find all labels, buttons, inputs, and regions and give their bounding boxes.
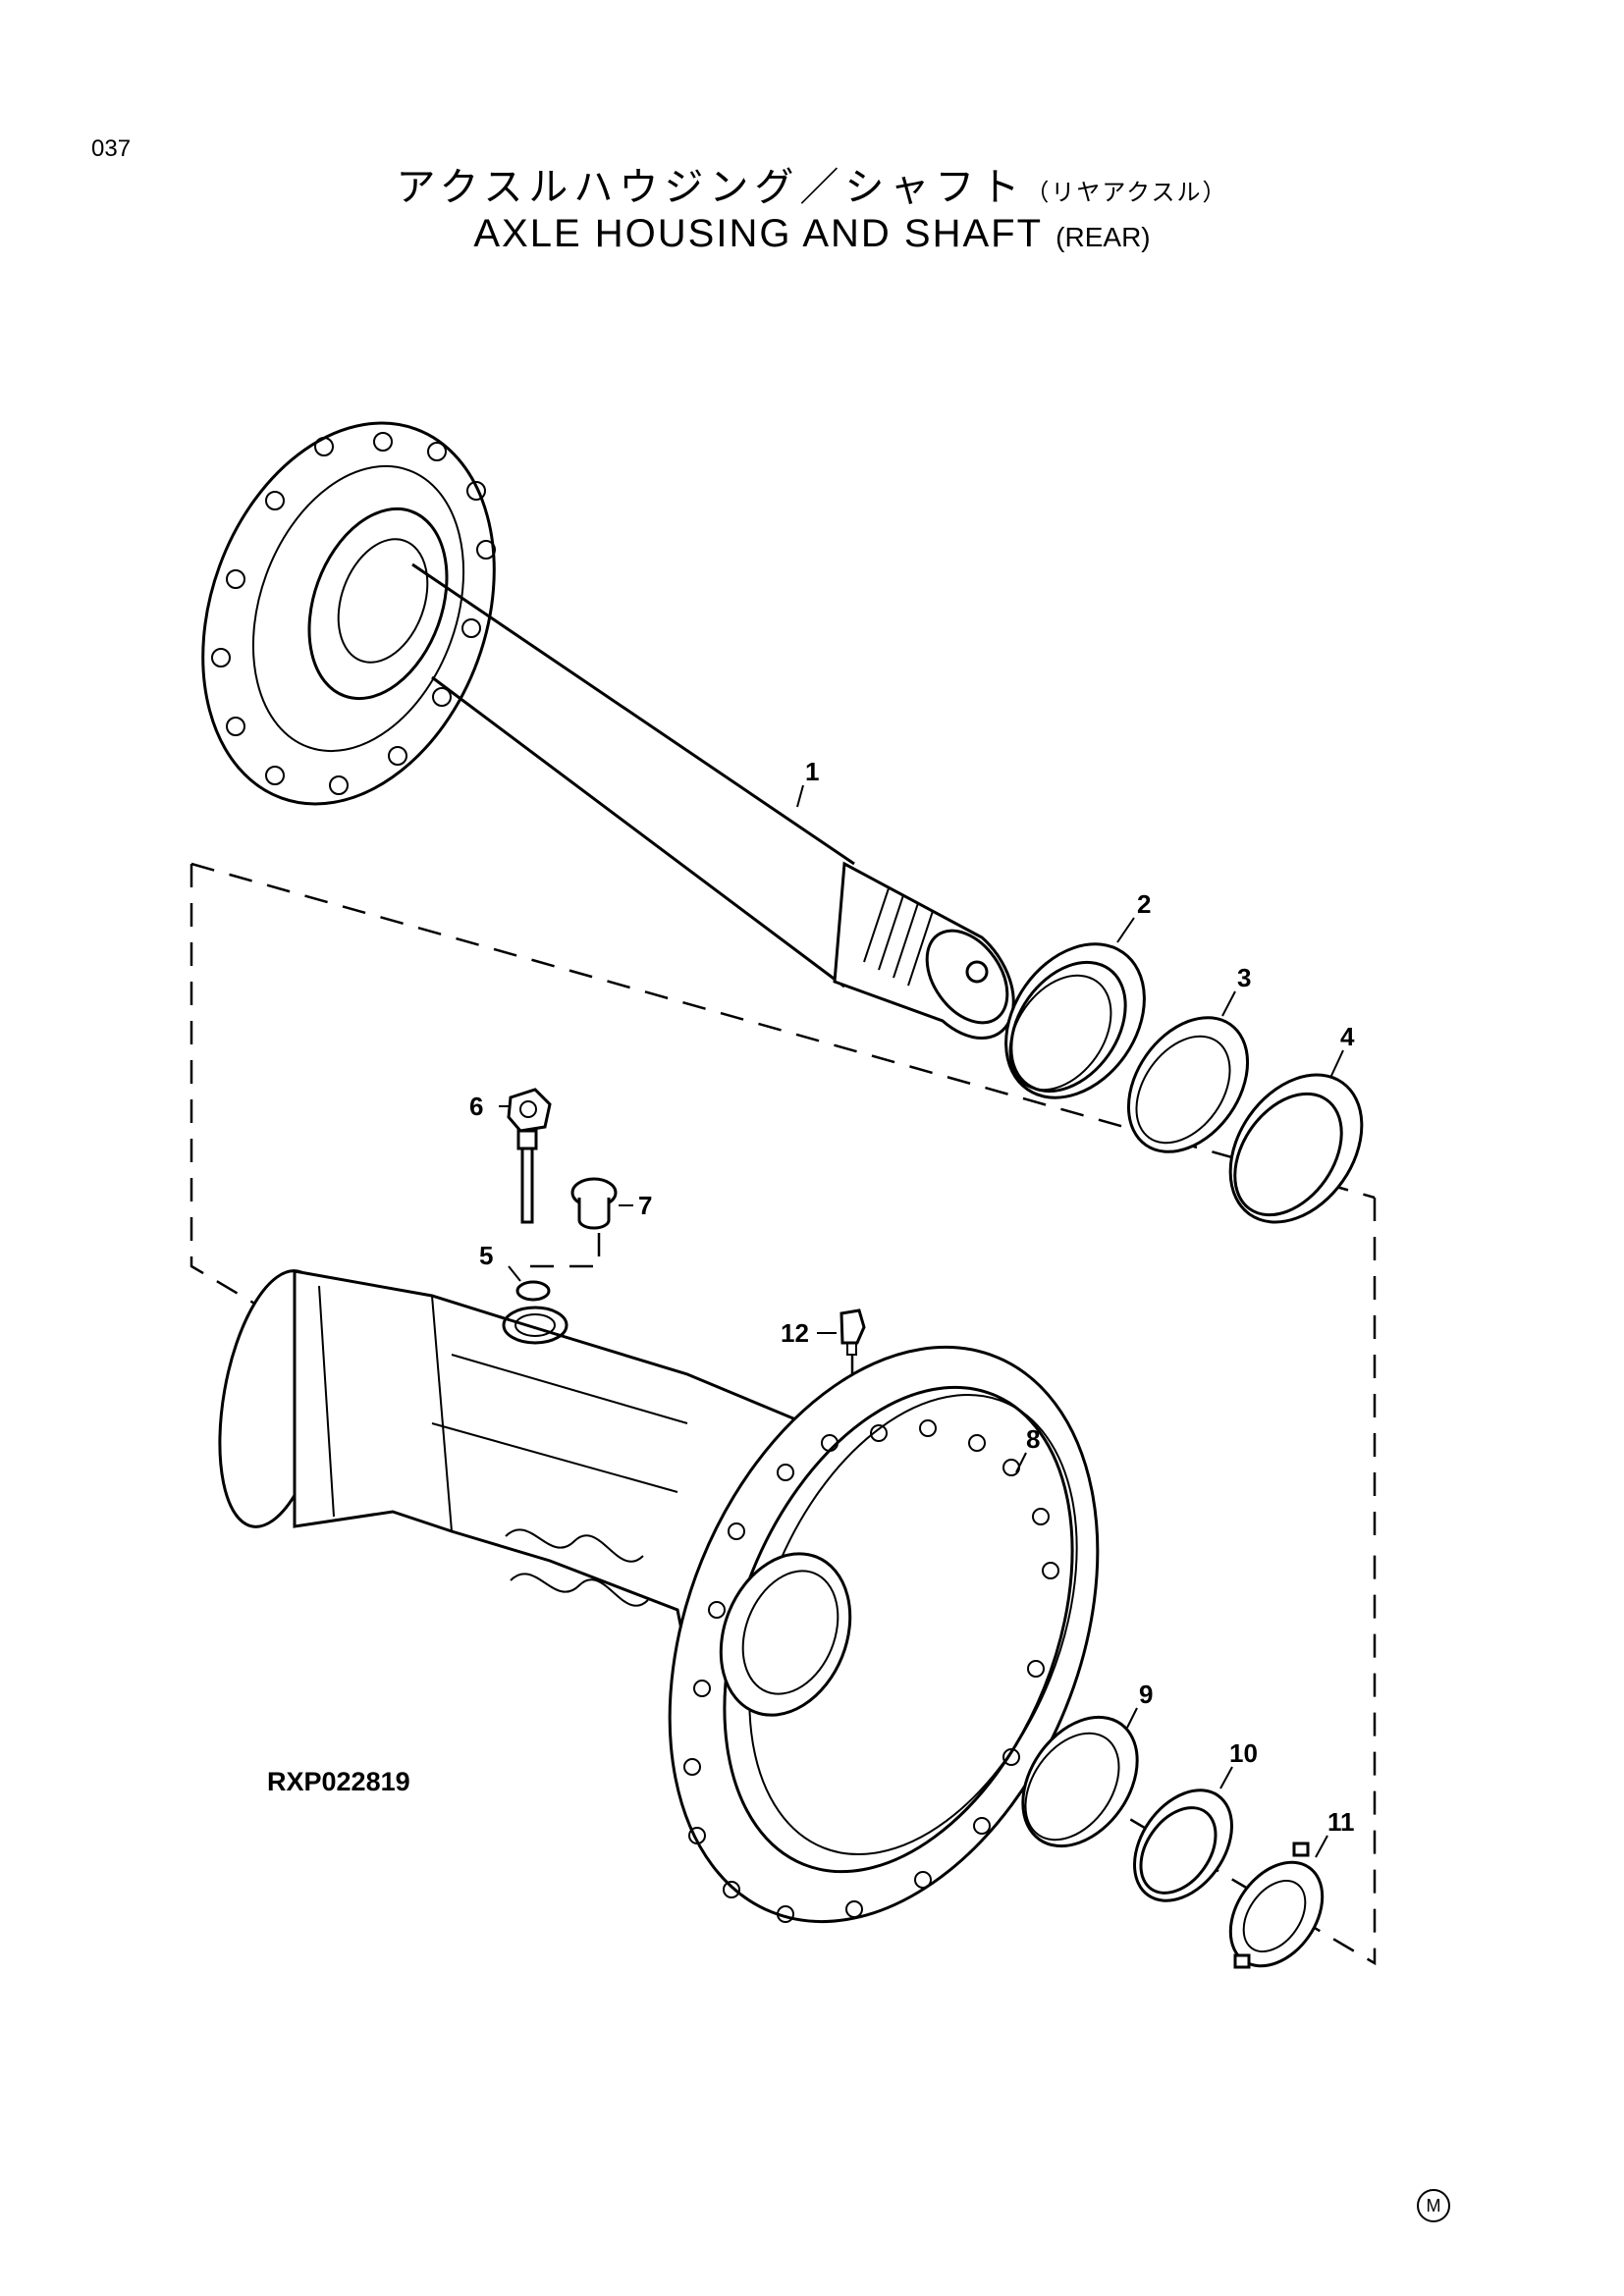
- bearing-cone-part-10: [1133, 1789, 1233, 1902]
- flange-bolt-holes: [211, 432, 496, 795]
- callout-6: 6: [469, 1092, 483, 1121]
- callout-10: 10: [1229, 1738, 1258, 1768]
- title-japanese: アクスルハウジング／シャフト（リヤアクスル）: [0, 155, 1624, 212]
- title-japanese-main: アクスルハウジング／シャフト: [396, 165, 1026, 210]
- callout-8: 8: [1026, 1424, 1040, 1454]
- m-mark-icon: M: [1417, 2189, 1450, 2222]
- axle-shaft-part: [201, 421, 1015, 1040]
- title-english: AXLE HOUSING AND SHAFT (REAR): [0, 212, 1624, 256]
- callout-leaders: [499, 784, 1344, 1858]
- callout-11: 11: [1327, 1807, 1355, 1837]
- housing-internal-gears: [505, 1528, 649, 1607]
- title-english-sub: (REAR): [1056, 222, 1151, 252]
- bearing-cup-part-9: [1021, 1715, 1139, 1848]
- callout-2: 2: [1137, 889, 1151, 919]
- callout-5: 5: [479, 1241, 493, 1270]
- o-ring-part: [515, 1280, 551, 1302]
- fitting-part: [839, 1308, 866, 1356]
- page-number: 037: [91, 135, 132, 162]
- housing-bolt-holes: [683, 1419, 1059, 1923]
- drawing-code: RXP022819: [267, 1767, 410, 1796]
- callout-3: 3: [1237, 963, 1251, 992]
- callout-12: 12: [781, 1318, 809, 1348]
- callout-4: 4: [1340, 1022, 1355, 1051]
- plug-part: [570, 1177, 618, 1230]
- seal-part: [1004, 942, 1146, 1099]
- bearing-cup-part: [1228, 1073, 1364, 1224]
- callout-1: 1: [805, 757, 819, 786]
- dipstick-part: [507, 1088, 552, 1224]
- title-japanese-sub: （リヤアクスル）: [1025, 179, 1228, 206]
- callout-9: 9: [1139, 1680, 1153, 1709]
- axle-housing-part: [218, 1269, 1100, 1924]
- title-english-main: AXLE HOUSING AND SHAFT: [473, 212, 1044, 255]
- lock-nut-part: [1228, 1842, 1325, 1969]
- shaft-splines: [863, 887, 934, 987]
- bearing-cone-part: [1126, 1016, 1250, 1153]
- callout-7: 7: [638, 1191, 652, 1220]
